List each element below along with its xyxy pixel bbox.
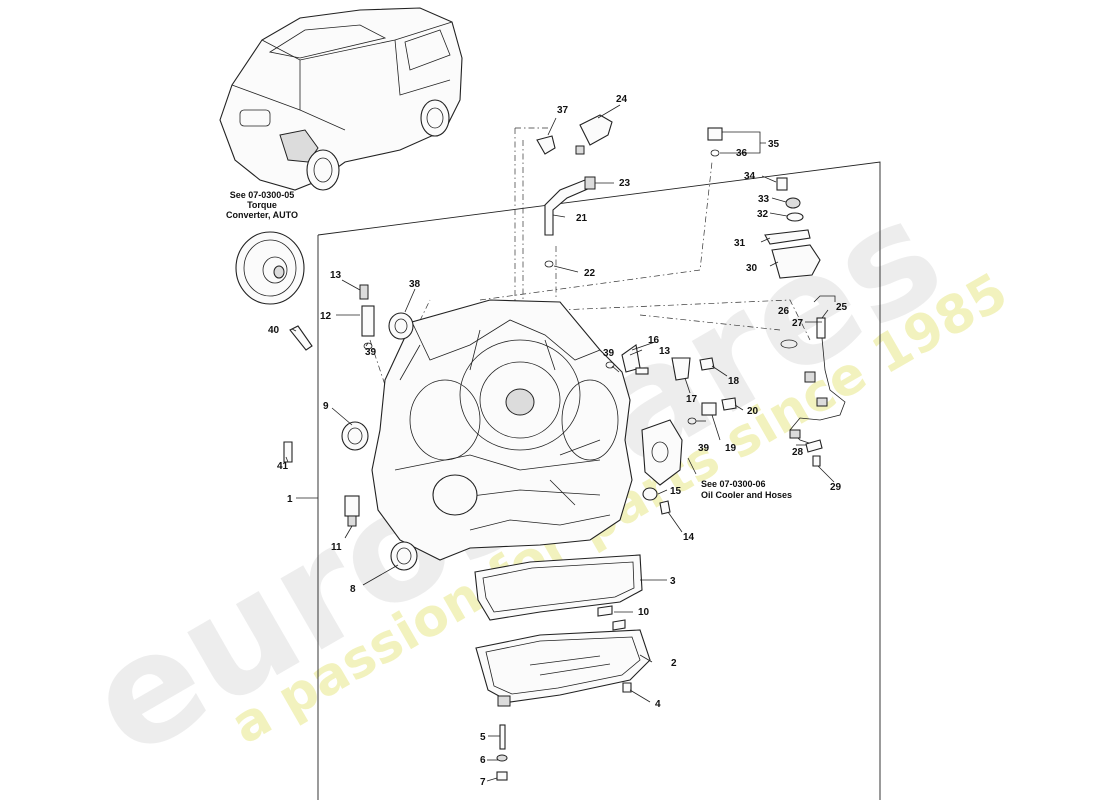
assembly-frame bbox=[317, 161, 881, 800]
lever-31 bbox=[764, 229, 811, 245]
callout-30: 30 bbox=[746, 263, 758, 274]
callout-29: 29 bbox=[830, 482, 842, 493]
seal-8 bbox=[390, 541, 418, 571]
sensor-19 bbox=[701, 402, 717, 416]
sensor-11 bbox=[344, 495, 360, 517]
bolt-41 bbox=[283, 441, 293, 463]
washer-32 bbox=[786, 212, 804, 222]
callout-32: 32 bbox=[757, 209, 769, 220]
switch-30 bbox=[771, 244, 821, 279]
callout-7: 7 bbox=[480, 777, 486, 788]
callout-39a: 39 bbox=[365, 347, 377, 358]
sensor-25 bbox=[816, 317, 826, 339]
seal-38 bbox=[388, 312, 414, 340]
bolt-37 bbox=[536, 135, 556, 155]
callout-5: 5 bbox=[480, 732, 486, 743]
oil-pan bbox=[475, 629, 651, 703]
clip-28 bbox=[805, 439, 823, 453]
transmission-case bbox=[371, 299, 633, 561]
callout-18: 18 bbox=[728, 376, 740, 387]
car-illustration bbox=[219, 7, 463, 191]
callout-40: 40 bbox=[268, 325, 280, 336]
callout-31: 31 bbox=[734, 238, 746, 249]
callout-27: 27 bbox=[792, 318, 804, 329]
callout-35: 35 bbox=[768, 139, 780, 150]
plug-35 bbox=[707, 127, 723, 141]
callout-25: 25 bbox=[836, 302, 848, 313]
bolt-13b bbox=[635, 367, 649, 375]
nut-33 bbox=[785, 197, 801, 209]
sensor-12 bbox=[361, 305, 375, 337]
bolt-20 bbox=[721, 397, 737, 411]
note-oil-cooler-2: Oil Cooler and Hoses bbox=[701, 490, 792, 500]
callout-16: 16 bbox=[648, 335, 660, 346]
callout-8: 8 bbox=[350, 584, 356, 595]
drain-bolt bbox=[499, 724, 506, 750]
callout-3: 3 bbox=[670, 576, 676, 587]
callout-37: 37 bbox=[557, 105, 569, 116]
callout-34: 34 bbox=[744, 171, 756, 182]
callout-28: 28 bbox=[792, 447, 804, 458]
callout-23: 23 bbox=[619, 178, 631, 189]
callout-14: 14 bbox=[683, 532, 695, 543]
sensor-24 bbox=[579, 114, 613, 146]
callout-19: 19 bbox=[725, 443, 737, 454]
callout-4: 4 bbox=[655, 699, 661, 710]
callout-13b: 13 bbox=[659, 346, 671, 357]
callout-41: 41 bbox=[277, 461, 289, 472]
note-oil-cooler-1: See 07-0300-06 bbox=[701, 479, 766, 489]
bolt-29 bbox=[812, 455, 821, 467]
callout-6: 6 bbox=[480, 755, 486, 766]
oil-cooler-plate bbox=[641, 419, 683, 486]
callout-38: 38 bbox=[409, 279, 421, 290]
callout-33: 33 bbox=[758, 194, 770, 205]
torque-converter bbox=[235, 231, 305, 305]
breather-hose bbox=[544, 179, 591, 236]
callout-36: 36 bbox=[736, 148, 748, 159]
callout-26: 26 bbox=[778, 306, 790, 317]
callout-39c: 39 bbox=[698, 443, 710, 454]
callout-20: 20 bbox=[747, 406, 759, 417]
washer bbox=[496, 754, 508, 762]
callout-1: 1 bbox=[287, 494, 293, 505]
washer-15 bbox=[642, 487, 658, 501]
callout-11: 11 bbox=[331, 542, 342, 553]
callout-24: 24 bbox=[616, 94, 628, 105]
pan-bolt bbox=[622, 682, 632, 693]
callout-21: 21 bbox=[576, 213, 588, 224]
note-torque-converter-2: Torque bbox=[247, 200, 277, 210]
bolt-18 bbox=[699, 357, 715, 371]
note-torque-converter-3: Converter, AUTO bbox=[226, 210, 298, 220]
callout-15: 15 bbox=[670, 486, 682, 497]
note-torque-converter-1: See 07-0300-05 bbox=[230, 190, 295, 200]
callout-39b: 39 bbox=[603, 348, 615, 359]
callout-22: 22 bbox=[584, 268, 596, 279]
seal-9 bbox=[341, 421, 369, 451]
drain-plug bbox=[496, 771, 508, 781]
magnet-10 bbox=[597, 605, 613, 617]
callout-13a: 13 bbox=[330, 270, 342, 281]
callout-labels: 1 2 3 4 5 6 7 8 9 10 11 12 13 13 14 15 1… bbox=[268, 94, 848, 788]
bracket-17 bbox=[671, 357, 691, 381]
bolt-40 bbox=[289, 325, 313, 351]
callout-12: 12 bbox=[320, 311, 332, 322]
bolt-14 bbox=[659, 500, 671, 515]
bolt-34 bbox=[776, 177, 788, 191]
callout-10: 10 bbox=[638, 607, 650, 618]
callout-17: 17 bbox=[686, 394, 698, 405]
callout-2: 2 bbox=[671, 658, 677, 669]
leader-lines bbox=[285, 104, 836, 782]
callout-9: 9 bbox=[323, 401, 329, 412]
